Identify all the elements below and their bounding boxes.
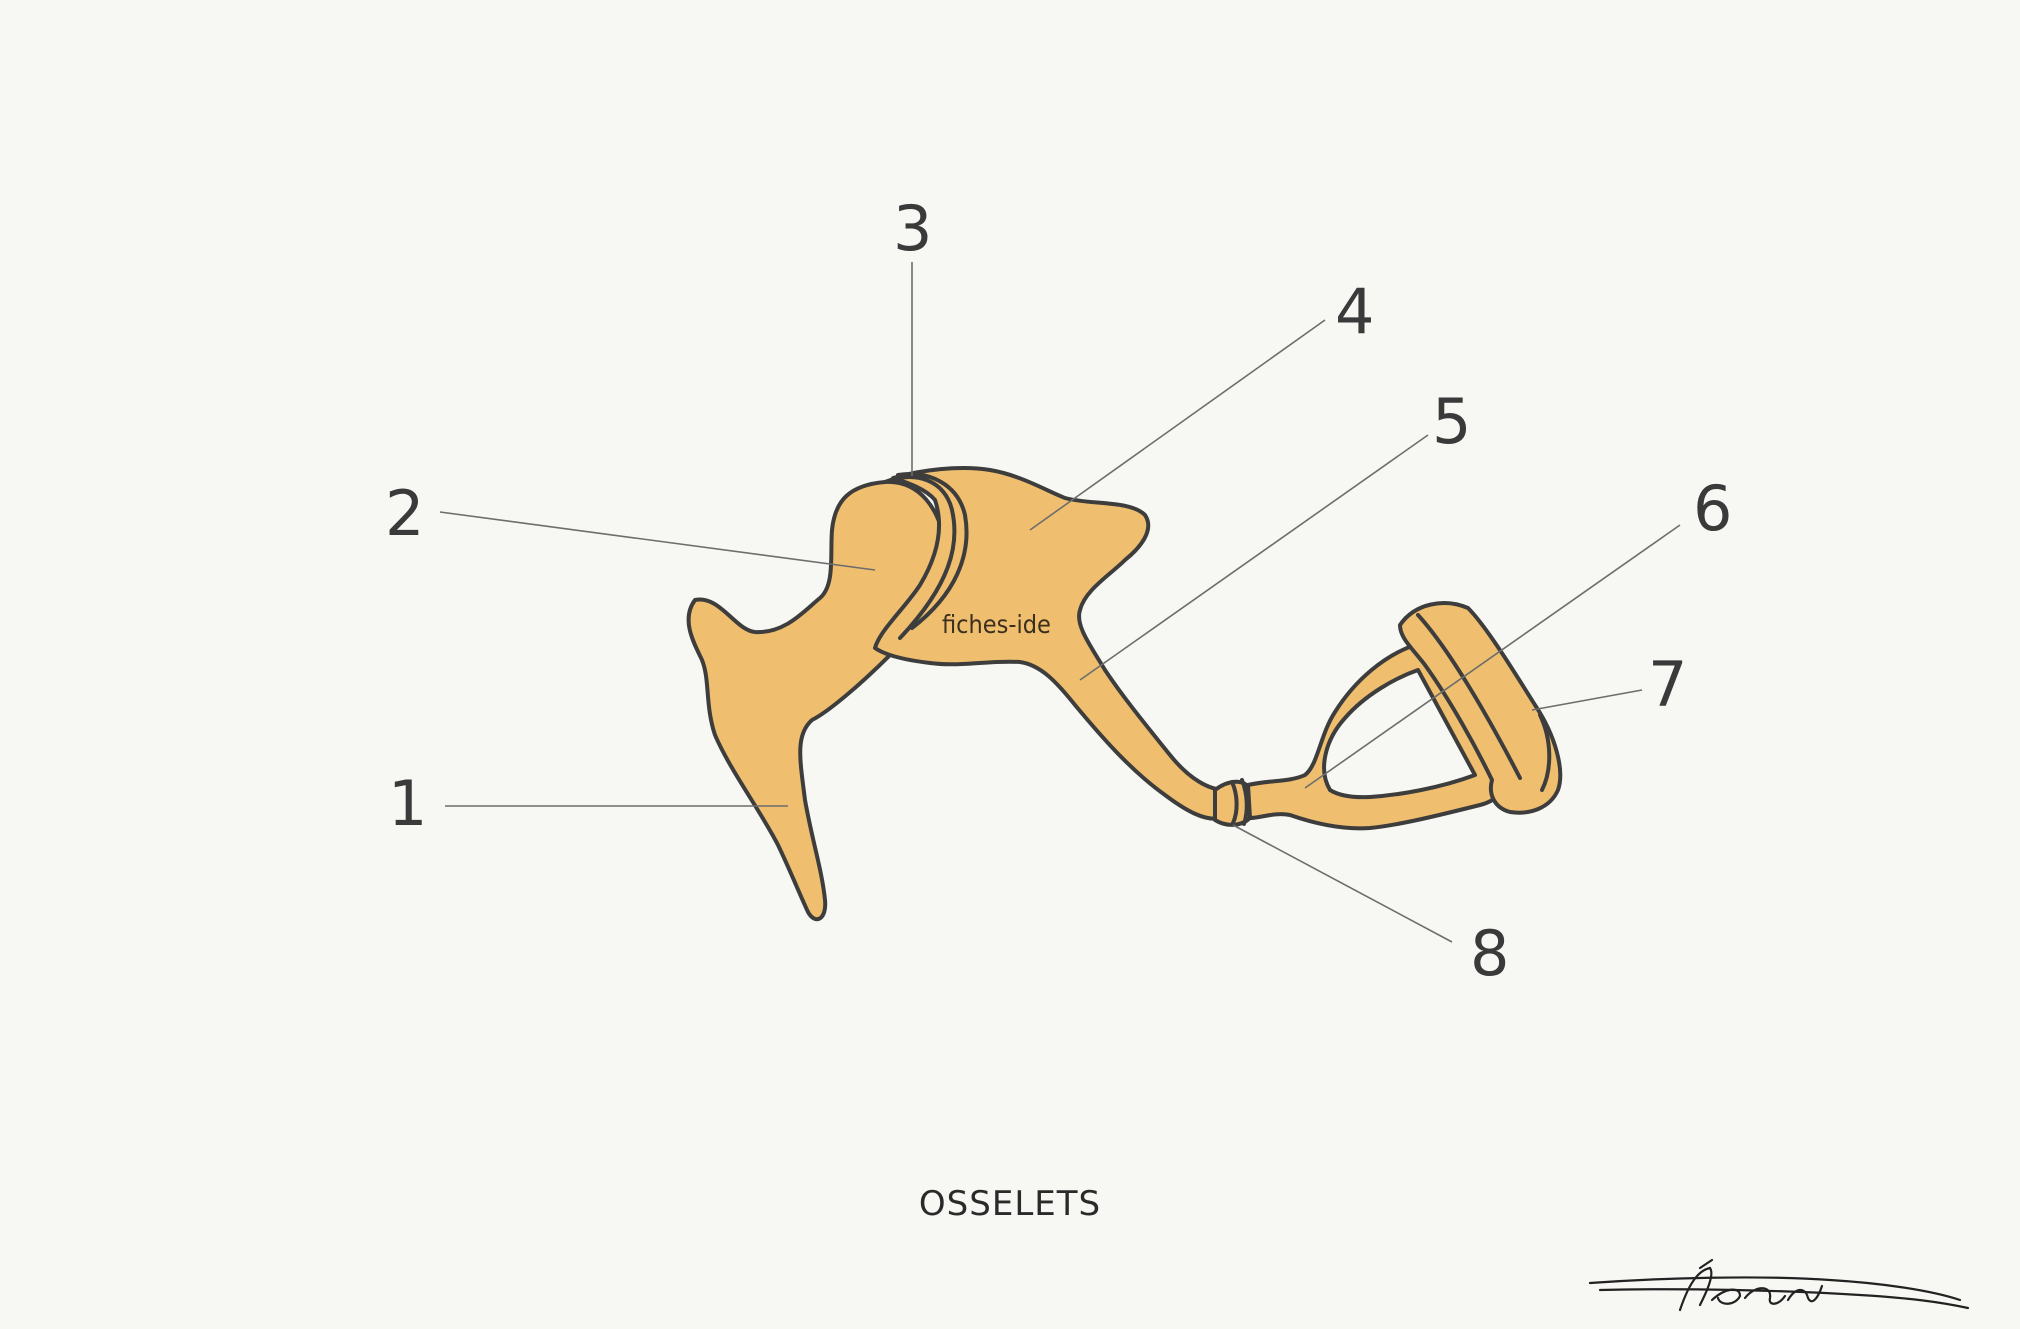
label-7: 7 [1648,648,1687,721]
incudomalleolar-joint-line [883,475,957,640]
leader-line-2 [439,511,876,571]
leader-line-8 [1232,824,1453,943]
artist-signature [1588,1258,1970,1312]
leader-line-6 [1304,524,1681,789]
label-2: 2 [385,477,424,550]
lenticular-ring-2 [1240,778,1249,826]
malleus-bone [686,479,948,922]
lenticular-ring-1 [1230,780,1239,825]
footplate-edge-line [1538,713,1552,792]
watermark-text: fiches-ide [942,610,1051,639]
label-3: 3 [893,192,932,265]
label-8: 8 [1470,917,1509,990]
leader-line-7 [1531,689,1643,711]
label-5: 5 [1432,385,1471,458]
label-4: 4 [1335,275,1374,348]
diagram-title: OSSELETS [918,1184,1102,1224]
leader-line-4 [1029,319,1326,531]
label-1: 1 [388,767,427,840]
footplate-rim-line [1416,613,1522,780]
stapes-obturator-opening [1322,668,1477,800]
leader-line-5 [1079,434,1429,681]
label-6: 6 [1693,472,1732,545]
incudomalleolar-joint-line-2 [896,472,969,630]
